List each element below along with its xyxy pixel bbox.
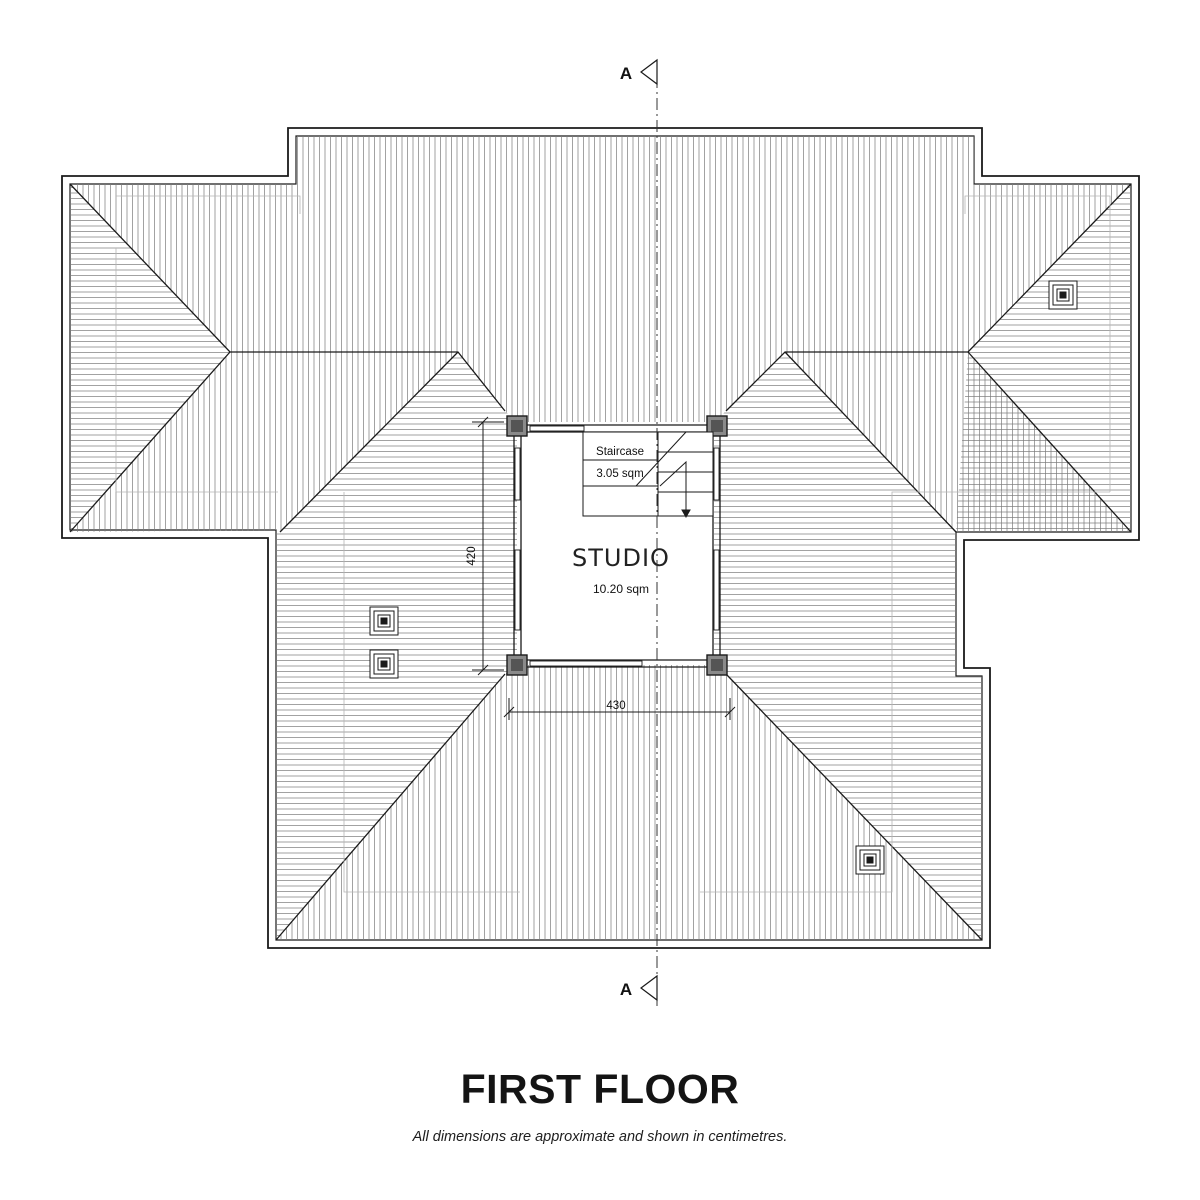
- dimension-vertical: [472, 416, 504, 676]
- dimension-horizontal-label: 430: [606, 700, 625, 712]
- hidden-wall-lines: [115, 195, 1111, 893]
- studio-window-bottom: [529, 660, 643, 667]
- dimensions-note: All dimensions are approximate and shown…: [412, 1129, 788, 1145]
- roof-facet-right-wing: [785, 352, 1131, 532]
- roof-facet-left-side: [276, 352, 517, 940]
- roof-vents: [369, 280, 1078, 875]
- studio-window-top: [529, 425, 585, 432]
- roof-facet-bottom: [276, 665, 982, 940]
- section-marker-bottom: A: [620, 974, 658, 1002]
- dimension-vertical-label: 420: [466, 546, 478, 565]
- studio-window-left-upper: [514, 447, 521, 501]
- roof-facet-top: [70, 136, 1131, 422]
- roof-ridge-lines: [69, 183, 1132, 941]
- studio-label: STUDIO: [572, 544, 670, 572]
- roof-facet-right-side: [714, 352, 982, 940]
- vent-right-upper: [1048, 280, 1078, 310]
- dimension-horizontal: [503, 698, 736, 720]
- staircase-label: Staircase: [596, 446, 644, 458]
- floor-title: FIRST FLOOR: [460, 1066, 740, 1112]
- vent-left-lower: [369, 649, 399, 679]
- vent-left-upper: [369, 606, 399, 636]
- studio-window-left: [514, 549, 521, 631]
- staircase: [582, 431, 714, 519]
- roof-facet-left-wing: [70, 352, 458, 532]
- section-marker-top-label: A: [620, 64, 632, 83]
- roof-facet-left-hip: [70, 184, 230, 532]
- studio-area: 10.20 sqm: [593, 582, 649, 596]
- section-marker-bottom-label: A: [620, 980, 632, 999]
- roof-facets: [70, 136, 1131, 940]
- studio-window-right: [713, 549, 720, 631]
- vent-right-lower: [855, 845, 885, 875]
- staircase-area: 3.05 sqm: [596, 468, 643, 480]
- studio-window-right-upper: [713, 447, 720, 501]
- studio-room: Staircase 3.05 sqm STUDIO 10.20 sqm: [506, 415, 728, 676]
- section-marker-top: A: [620, 58, 658, 86]
